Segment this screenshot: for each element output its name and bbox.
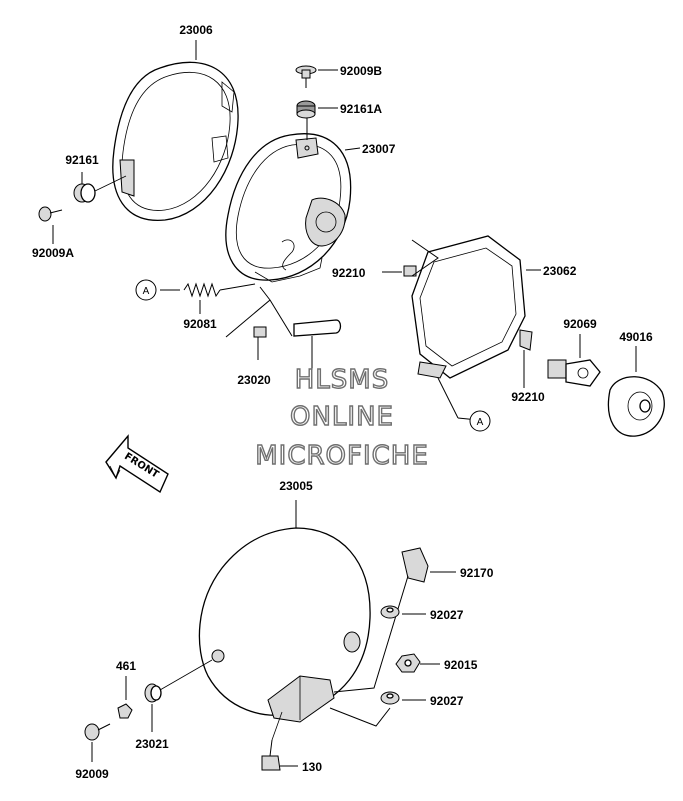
headlight-unit — [225, 133, 352, 283]
label-23020: 23020 — [237, 373, 271, 387]
washer-92027-top — [380, 605, 400, 619]
watermark-line-1: HLSMS — [295, 365, 389, 395]
label-92069: 92069 — [563, 317, 597, 331]
label-92009: 92009 — [75, 767, 109, 781]
watermark-line-3: MICROFICHE — [255, 441, 429, 471]
label-92161: 92161 — [65, 153, 99, 167]
label-92027-bottom: 92027 — [430, 694, 464, 708]
clip-23020 — [253, 326, 267, 360]
label-23062: 23062 — [543, 264, 577, 278]
spring-92081 — [183, 282, 256, 298]
cap-49016 — [607, 376, 665, 437]
ref-a-left-label: A — [143, 286, 150, 297]
watermark-line-2: ONLINE — [290, 402, 394, 432]
ref-a-right-label: A — [477, 417, 484, 428]
screw-92009B — [295, 65, 317, 88]
label-23007: 23007 — [362, 142, 396, 156]
nut-92015 — [395, 653, 421, 673]
washer-92027-bottom — [380, 691, 400, 705]
label-461: 461 — [116, 659, 136, 673]
label-92027-top: 92027 — [430, 608, 464, 622]
ref-marker-a-right: A — [469, 410, 491, 432]
label-92009B: 92009B — [340, 64, 382, 78]
label-23021: 23021 — [135, 737, 169, 751]
bulb-92069 — [547, 359, 601, 387]
front-arrow-icon: FRONT — [105, 434, 169, 494]
label-92081: 92081 — [183, 317, 217, 331]
headlight-bracket — [403, 235, 533, 379]
label-130: 130 — [302, 760, 322, 774]
bolt-130 — [261, 739, 281, 771]
grommet-92161 — [73, 183, 96, 203]
label-92210-bottom: 92210 — [511, 390, 545, 404]
label-23006: 23006 — [179, 23, 213, 37]
label-23005: 23005 — [279, 479, 313, 493]
tube — [293, 319, 342, 370]
label-92210-top: 92210 — [332, 266, 366, 280]
label-92009A: 92009A — [32, 246, 74, 260]
label-92170: 92170 — [460, 566, 494, 580]
screw-92009 — [84, 723, 111, 741]
label-49016: 49016 — [619, 330, 653, 344]
grommet-23021 — [144, 683, 162, 703]
label-92015: 92015 — [444, 658, 478, 672]
grommet-92161A — [296, 100, 316, 119]
headlight-housing — [198, 527, 371, 723]
nut-461 — [117, 703, 133, 719]
clip-92170 — [401, 547, 429, 583]
ref-marker-a-left: A — [135, 279, 157, 301]
screw-92009A — [38, 206, 63, 222]
watermark: HLSMS ONLINE MICROFICHE — [255, 364, 429, 471]
label-92161A: 92161A — [340, 102, 382, 116]
headlight-rim — [112, 61, 239, 221]
